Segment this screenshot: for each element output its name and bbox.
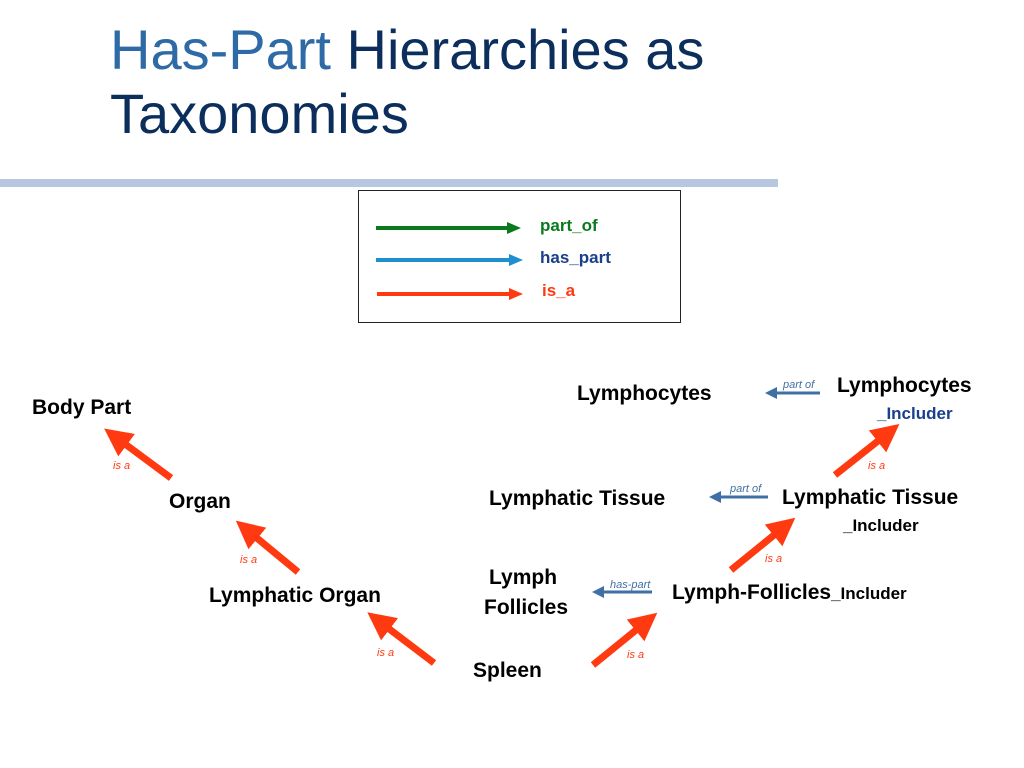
node-lymph-follicles-includer-suffix: _Includer <box>831 584 907 603</box>
node-organ: Organ <box>169 490 231 513</box>
edge-label-is-a-4: is a <box>627 649 645 661</box>
legend-box: part_of has_part is_a <box>358 190 681 323</box>
node-lymphocytes-includer: Lymphocytes <box>837 374 972 397</box>
legend-part-of-label: part_of <box>540 216 598 235</box>
edge-label-is-a-6: is a <box>868 460 886 472</box>
edge-label-part-of-1: part of <box>783 379 815 391</box>
legend-part-of-arrowhead <box>507 222 521 234</box>
edge-label-is-a-1: is a <box>113 460 131 472</box>
arrow-spleen-isa-lymphfollicles-includer <box>590 612 658 668</box>
node-body-part: Body Part <box>32 396 132 419</box>
node-lymphocytes: Lymphocytes <box>577 382 712 405</box>
legend-arrows <box>376 222 523 300</box>
title-part-2: Hierarchies as <box>346 18 705 81</box>
arrow-organ-isa-bodypart <box>104 428 174 481</box>
title-divider <box>0 179 778 187</box>
edge-label-part-of-2: part of <box>730 483 762 495</box>
edge-label-is-a-5: is a <box>765 553 783 565</box>
node-lymphatic-tissue: Lymphatic Tissue <box>489 487 666 510</box>
title-part-1: Has-Part <box>110 18 331 81</box>
node-lymph-follicles-includer-main: Lymph-Follicles <box>672 581 832 604</box>
node-lymphatic-tissue-includer: Lymphatic Tissue <box>782 486 959 509</box>
node-follicles: Follicles <box>484 596 569 619</box>
legend-has-part-label: has_part <box>540 248 611 267</box>
legend-is-a-arrowhead <box>509 288 523 300</box>
node-lymph: Lymph <box>489 566 558 589</box>
node-lymphatic-tissue-includer-suffix: _Includer <box>843 516 919 535</box>
node-spleen: Spleen <box>473 659 542 682</box>
node-lymphocytes-includer-suffix: _Includer <box>877 404 953 423</box>
title-part-3: Taxonomies <box>110 82 409 145</box>
edge-label-has-part: has-part <box>610 579 651 591</box>
edge-label-is-a-3: is a <box>377 647 395 659</box>
arrow-tissue-includer-isa-lymphocytes-includer <box>832 423 900 478</box>
legend-is-a-label: is_a <box>542 281 576 300</box>
arrow-lymphfollicles-includer-isa-tissue-includer <box>728 517 796 573</box>
edge-label-is-a-2: is a <box>240 554 258 566</box>
slide-title: Has-Part Hierarchies as Taxonomies <box>110 18 810 146</box>
legend-has-part-arrowhead <box>509 254 523 266</box>
node-lymph-follicles-includer: Lymph-Follicles_Includer <box>672 581 907 606</box>
node-lymphatic-organ: Lymphatic Organ <box>209 584 381 607</box>
arrow-spleen-isa-lymphaticorgan <box>367 612 437 666</box>
arrow-lymphaticorgan-isa-organ <box>235 520 301 575</box>
